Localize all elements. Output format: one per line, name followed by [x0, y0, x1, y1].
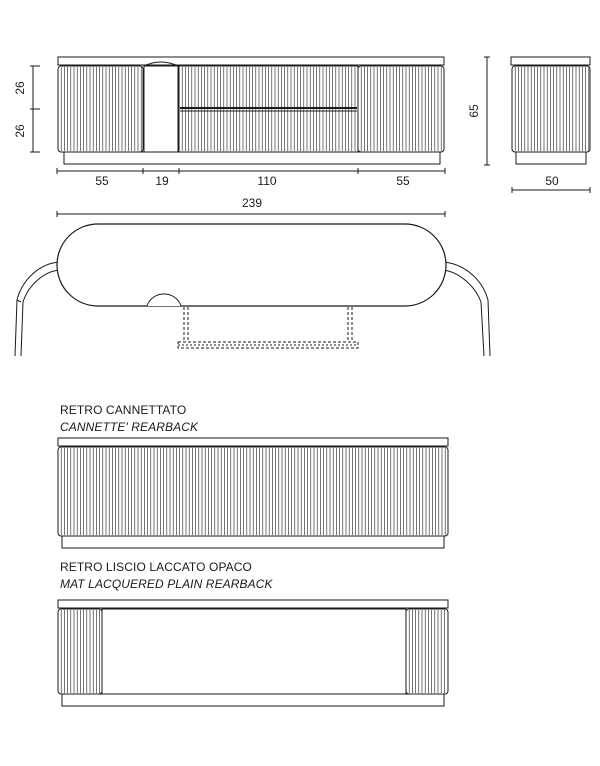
tabletop-notch [146, 293, 182, 307]
plan-drawer-box [177, 341, 359, 349]
fluted-door-right [357, 65, 445, 153]
side-plinth [515, 151, 587, 165]
front-dimensions [30, 56, 591, 217]
width-label-drawers: 110 [257, 174, 276, 188]
left-arc-base [14, 261, 63, 357]
side-fluted-panel [511, 65, 591, 153]
plan-view [14, 223, 491, 357]
height-label-upper: 26 [13, 81, 27, 95]
front-top [57, 56, 445, 66]
height-label-lower: 26 [13, 124, 27, 138]
rear1-fluted-panel [57, 446, 449, 537]
open-compartment-curve [143, 61, 179, 67]
flute-frame [511, 65, 591, 153]
rearback-fluted-subtitle: CANNETTE' REARBACK [60, 420, 199, 434]
rearback-fluted-elevation [57, 437, 449, 549]
right-arc-base [439, 261, 491, 357]
side-elevation [510, 56, 591, 165]
rear1-plinth [61, 535, 445, 549]
rear2-fluted-right [405, 608, 449, 695]
rearback-fluted-title: RETRO CANNETTATO [60, 403, 187, 417]
front-plinth [63, 151, 441, 165]
rear2-plinth [61, 693, 445, 707]
rearback-plain-title: RETRO LISCIO LACCATO OPACO [60, 560, 252, 574]
fluted-door-left [57, 65, 144, 153]
width-label-compartment: 19 [155, 174, 169, 188]
rear2-fluted-left [57, 608, 103, 695]
total-width-label: 239 [242, 196, 262, 210]
tabletop-outline [56, 223, 447, 307]
rearback-plain-elevation [57, 599, 449, 707]
side-top [510, 56, 591, 66]
width-label-left-door: 55 [95, 174, 109, 188]
rearback-plain-subtitle: MAT LACQUERED PLAIN REARBACK [60, 577, 273, 591]
rear2-plain-panel [101, 608, 407, 695]
open-compartment [143, 65, 179, 153]
rear1-top [57, 437, 449, 447]
front-elevation [57, 56, 445, 165]
rear2-top [57, 599, 449, 609]
width-label-right-door: 55 [396, 174, 410, 188]
total-height-label: 65 [467, 104, 481, 118]
depth-label: 50 [545, 174, 559, 188]
